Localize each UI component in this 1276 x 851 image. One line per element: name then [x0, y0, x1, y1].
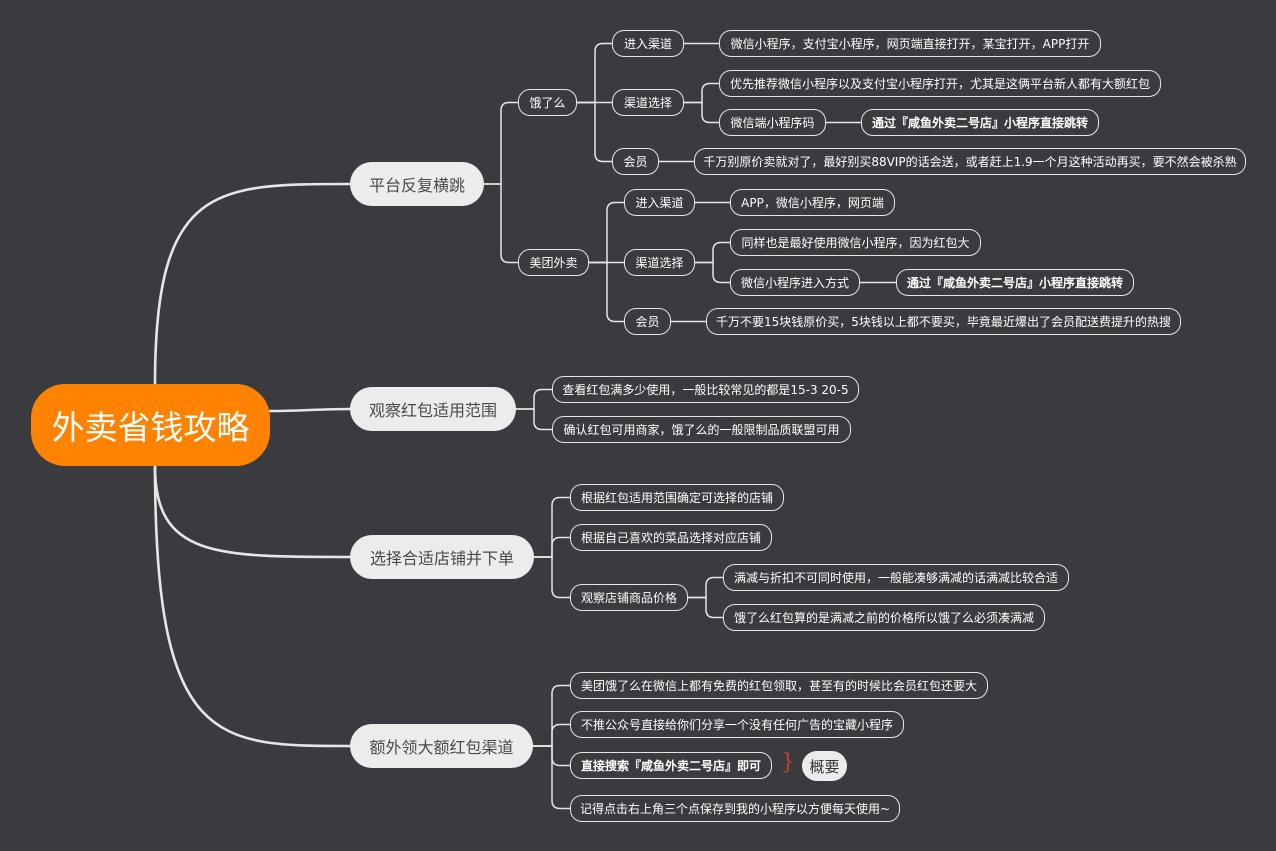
- meituan-choice[interactable]: 渠道选择: [624, 249, 695, 276]
- summary-brace-icon: }: [781, 750, 795, 775]
- root-topic[interactable]: 外卖省钱攻略: [31, 384, 270, 466]
- edge-meituan-choice-meituan-choice-detail2: [694, 261, 731, 284]
- edge-branch-shop-shop-price: [533, 556, 571, 599]
- shop-item-1[interactable]: 根据红包适用范围确定可选择的店铺: [570, 484, 784, 511]
- shop-price[interactable]: 观察店铺商品价格: [570, 584, 688, 611]
- eleme-choice[interactable]: 渠道选择: [612, 89, 684, 116]
- branch-platform[interactable]: 平台反复横跳: [350, 162, 484, 206]
- eleme-member-detail[interactable]: 千万别原价卖就对了，最好别买88VIP的话会送，或者赶上1.9一个月这种活动再买…: [694, 148, 1246, 175]
- edge-branch-extra-extra-item-4: [532, 745, 571, 810]
- branch-redpacket[interactable]: 观察红包适用范围: [350, 387, 516, 431]
- edge-branch-shop-shop-item-1: [533, 496, 571, 558]
- shop-item-2[interactable]: 根据自己喜欢的菜品选择对应店铺: [570, 524, 772, 551]
- eleme-channel[interactable]: 进入渠道: [612, 30, 684, 57]
- summary-node[interactable]: 概要: [802, 751, 847, 781]
- meituan-channel[interactable]: 进入渠道: [624, 189, 695, 216]
- shop-price-item-2[interactable]: 饿了么红包算的是满减之前的价格所以饿了么必须凑满减: [723, 604, 1045, 631]
- branch-shop[interactable]: 选择合适店铺并下单: [350, 535, 534, 579]
- extra-item-2[interactable]: 不推公众号直接给你们分享一个没有任何广告的宝藏小程序: [570, 711, 904, 738]
- meituan-choice-detail2-child[interactable]: 通过『咸鱼外卖二号店』小程序直接跳转: [896, 269, 1134, 296]
- edge-meituan-node-meituan-channel: [588, 201, 625, 264]
- shop-price-item-1[interactable]: 满减与折扣不可同时使用，一般能凑够满减的话满减比较合适: [723, 564, 1069, 591]
- edge-eleme-node-eleme-channel: [576, 42, 613, 104]
- edge-root-branch-redpacket: [268, 407, 352, 413]
- edge-meituan-choice-meituan-choice-detail1: [694, 241, 731, 264]
- edge-eleme-node-eleme-member: [576, 101, 613, 163]
- eleme-choice-detail2[interactable]: 微信端小程序码: [719, 109, 826, 136]
- branch-extra[interactable]: 额外领大额红包渠道: [350, 724, 533, 768]
- extra-item-4[interactable]: 记得点击右上角三个点保存到我的小程序以方便每天使用~: [570, 795, 900, 822]
- edge-branch-redpacket-redpacket-item-2: [515, 408, 553, 431]
- eleme-node[interactable]: 饿了么: [518, 89, 577, 116]
- redpacket-item-2[interactable]: 确认红包可用商家，饿了么的一般限制品质联盟可用: [552, 416, 851, 443]
- meituan-member[interactable]: 会员: [624, 308, 671, 335]
- edge-shop-price-shop-price-item-1: [687, 576, 724, 599]
- edge-shop-price-shop-price-item-2: [687, 596, 724, 619]
- edge-meituan-node-meituan-member: [588, 261, 625, 323]
- edge-eleme-choice-eleme-choice-detail2: [683, 101, 720, 124]
- eleme-channel-detail[interactable]: 微信小程序，支付宝小程序，网页端直接打开，某宝打开，APP打开: [719, 30, 1101, 57]
- edge-root-branch-platform: [153, 182, 352, 386]
- edge-branch-platform-meituan-node: [483, 183, 519, 264]
- redpacket-item-1[interactable]: 查看红包满多少使用，一般比较常见的都是15-3 20-5: [552, 376, 859, 403]
- extra-item-1[interactable]: 美团饿了么在微信上都有免费的红包领取，甚至有的时候比会员红包还要大: [570, 672, 988, 699]
- meituan-choice-detail2[interactable]: 微信小程序进入方式: [730, 269, 860, 296]
- edge-root-branch-shop: [153, 464, 352, 559]
- edge-branch-extra-extra-item-2: [532, 723, 571, 747]
- eleme-choice-detail1[interactable]: 优先推荐微信小程序以及支付宝小程序打开，尤其是这俩平台新人都有大额红包: [719, 70, 1161, 97]
- eleme-member[interactable]: 会员: [612, 148, 659, 175]
- meituan-choice-detail1[interactable]: 同样也是最好使用微信小程序，因为红包大: [730, 229, 981, 256]
- edge-eleme-choice-eleme-choice-detail1: [683, 82, 720, 104]
- edge-branch-redpacket-redpacket-item-1: [515, 388, 553, 410]
- edge-root-branch-extra: [153, 464, 352, 748]
- meituan-channel-detail[interactable]: APP，微信小程序，网页端: [730, 189, 895, 216]
- meituan-member-detail[interactable]: 千万不要15块钱原价买，5块钱以上都不要买，毕竟最近爆出了会员配送费提升的热搜: [706, 308, 1181, 335]
- edge-branch-extra-extra-item-1: [532, 684, 571, 747]
- edge-branch-shop-shop-item-2: [533, 536, 571, 558]
- meituan-node[interactable]: 美团外卖: [518, 249, 589, 276]
- extra-item-3[interactable]: 直接搜索『咸鱼外卖二号店』即可: [570, 752, 772, 779]
- edge-branch-platform-eleme-node: [483, 101, 519, 185]
- eleme-choice-detail2-child[interactable]: 通过『咸鱼外卖二号店』小程序直接跳转: [861, 109, 1099, 136]
